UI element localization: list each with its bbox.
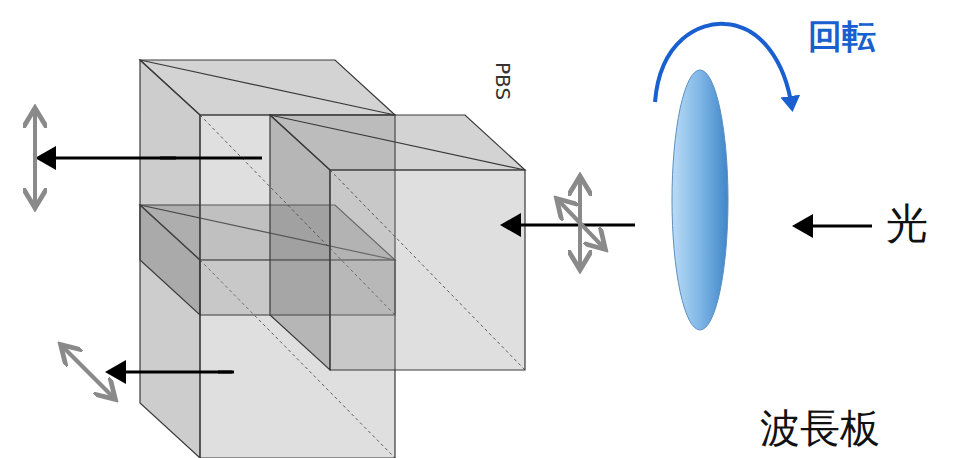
polarization-arrow	[62, 346, 114, 398]
input-beam	[503, 224, 635, 227]
beam-mark	[218, 371, 234, 374]
pbs-label: PBS	[492, 62, 514, 100]
waveplate	[672, 70, 728, 330]
beam-mark	[160, 157, 176, 160]
rotation-arrow	[655, 24, 792, 108]
cube-face	[270, 115, 330, 370]
polarization-arrow	[33, 110, 37, 206]
prism-edge	[140, 60, 395, 115]
waveplate-label: 波長板	[760, 406, 880, 450]
rotation-label: 回転	[808, 18, 876, 55]
light-arrow	[795, 225, 872, 228]
output-beam	[38, 157, 262, 160]
output-beam	[108, 371, 232, 374]
prism-edge	[270, 115, 525, 170]
prism-edge	[330, 170, 525, 370]
pbs-cube-assembly	[140, 60, 525, 458]
cube-face	[330, 170, 525, 370]
polarization-arrow	[558, 200, 604, 248]
light-label: 光	[886, 201, 928, 247]
cube-face	[140, 60, 200, 315]
